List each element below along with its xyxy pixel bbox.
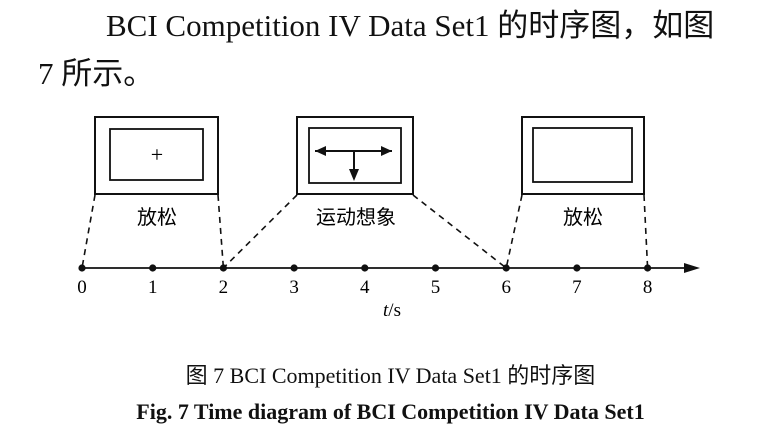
axis-label-var: t [383, 300, 389, 321]
tick-dot-3 [290, 264, 298, 272]
screen-motor-imagery [296, 116, 414, 195]
projection-line-2-1 [643, 194, 649, 269]
tick-dot-5 [431, 264, 440, 272]
tick-label-3: 3 [289, 277, 299, 298]
projection-line-2-0 [505, 194, 523, 269]
tick-label-0: 0 [77, 277, 87, 298]
phase-label-motor-imagery: 运动想象 [316, 206, 396, 229]
tick-dot-2 [219, 264, 227, 272]
tick-label-5: 5 [431, 277, 441, 298]
figure-caption-cn: 图 7 BCI Competition IV Data Set1 的时序图 [185, 363, 596, 388]
cue-arrows-icon [315, 146, 392, 181]
axis-ticks: 0 1 2 3 4 5 6 7 8 [77, 264, 652, 298]
phase-label-relax-2: 放松 [563, 206, 603, 229]
phase-label-relax-1: 放松 [137, 206, 177, 229]
tick-dot-8 [644, 264, 652, 272]
figure-caption-en: Fig. 7 Time diagram of BCI Competition I… [136, 399, 645, 424]
tick-label-6: 6 [501, 277, 511, 298]
tick-dot-4 [361, 264, 369, 272]
projection-line-1-0 [222, 194, 298, 269]
projection-lines [81, 194, 649, 269]
tick-dot-0 [78, 264, 86, 272]
tick-dot-6 [502, 264, 510, 272]
timing-diagram: + 放松 运动想象 放松 0 1 2 3 4 5 6 7 8 t/s [77, 116, 700, 321]
screen-relax-1: + [94, 116, 219, 195]
tick-dot-1 [149, 264, 157, 272]
tick-label-1: 1 [148, 277, 158, 298]
axis-arrow-icon [684, 263, 700, 273]
tick-dot-7 [573, 264, 581, 272]
axis-label-unit: /s [388, 300, 401, 321]
paragraph-line-1: BCI Competition IV Data Set1 的时序图，如图 [106, 8, 715, 43]
tick-label-7: 7 [572, 277, 582, 298]
projection-line-1-1 [412, 194, 507, 269]
tick-label-8: 8 [643, 277, 653, 298]
projection-line-0-0 [81, 194, 96, 269]
tick-label-2: 2 [219, 277, 229, 298]
projection-line-0-1 [217, 194, 225, 269]
time-axis [82, 263, 700, 273]
fixation-cross-icon: + [151, 142, 163, 167]
tick-label-4: 4 [360, 277, 370, 298]
paragraph-line-2: 7 所示。 [38, 56, 155, 91]
screen-relax-2 [521, 116, 645, 195]
axis-label: t/s [383, 300, 401, 321]
